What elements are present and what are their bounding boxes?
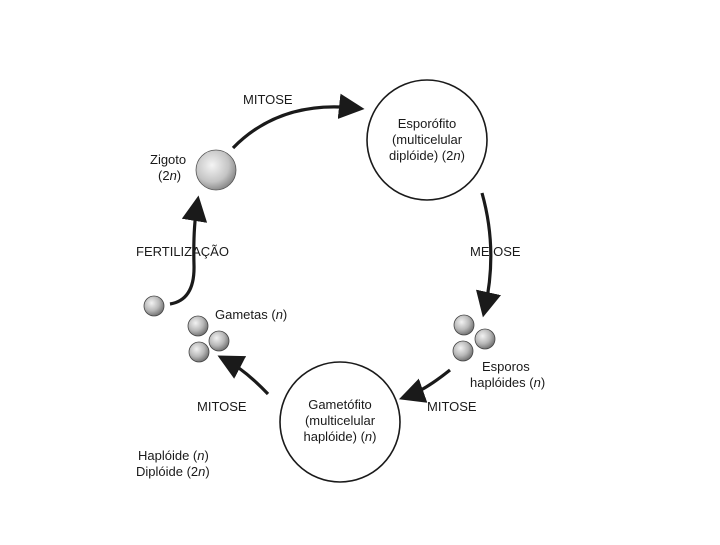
spore-cell (474, 328, 496, 350)
spores-label: Esporos haplóides (n) (470, 359, 545, 391)
legend: Haplóide (n) Diplóide (2n) (136, 448, 210, 480)
sporophyte-label: Esporófito (multicelular diplóide) (2n) (377, 116, 477, 164)
mitosis-arrow-left (217, 355, 270, 396)
sporophyte-line3: diplóide) (2n) (389, 148, 465, 163)
zygote-label: Zigoto (2n) (150, 152, 186, 184)
spores-line1: Esporos (482, 359, 530, 374)
process-fertilization: FERTILIZAÇÃO (136, 244, 229, 259)
gametophyte-circle (279, 361, 401, 483)
free-gamete-cell (143, 295, 165, 317)
process-mitosis-right: MITOSE (427, 399, 477, 414)
sporophyte-line2: (multicelular (391, 132, 463, 147)
fertilization-arrow (169, 195, 208, 306)
process-mitosis-left: MITOSE (197, 399, 247, 414)
mitosis-arrow-top (231, 93, 365, 150)
zygote-cell (195, 149, 237, 191)
legend-haploid: Haplóide (n) (138, 448, 209, 463)
meiosis-arrow (476, 192, 501, 318)
spores-line2: haplóides (n) (470, 375, 546, 390)
gametophyte-line1: Gametófito (308, 397, 372, 412)
sporophyte-circle (366, 79, 488, 201)
sporophyte-line1: Esporófito (397, 116, 457, 131)
gamete-cell (208, 330, 230, 352)
gamete-cell (188, 341, 210, 363)
gamete-cell (187, 315, 209, 337)
spore-cell (453, 314, 475, 336)
spore-cell (452, 340, 474, 362)
gametophyte-line3: haplóide) (n) (303, 429, 377, 444)
process-mitosis-top: MITOSE (243, 92, 293, 107)
gametes-label: Gametas (n) (215, 307, 288, 322)
gametophyte-label: Gametófito (multicelular haplóide) (n) (290, 397, 390, 445)
zygote-line2: (2n) (158, 168, 182, 183)
zygote-line1: Zigoto (150, 152, 187, 167)
process-meiosis: MEIOSE (470, 244, 521, 259)
gametophyte-line2: (multicelular (304, 413, 376, 428)
legend-diploid: Diplóide (2n) (136, 464, 210, 479)
mitosis-arrow-right (398, 368, 451, 403)
